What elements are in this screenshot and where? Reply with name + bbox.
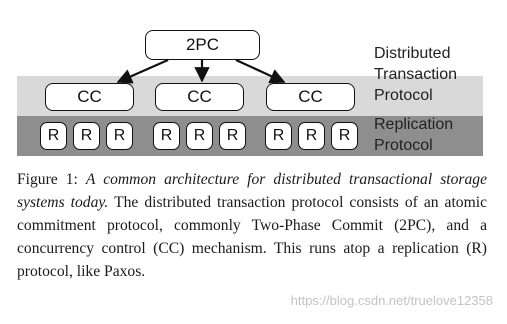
caption-prefix: Figure 1:: [17, 171, 86, 188]
node-r: R: [40, 122, 67, 150]
label-line: Replication: [374, 116, 454, 133]
node-2pc: 2PC: [145, 30, 260, 60]
watermark: https://blog.csdn.net/truelove12358: [290, 293, 493, 308]
caption-italic: A common architecture for distributed tr…: [17, 171, 487, 211]
node-r: R: [106, 122, 133, 150]
label-line: Transaction: [374, 66, 457, 83]
node-cc-left: CC: [45, 83, 134, 111]
label-line: Distributed: [374, 45, 451, 62]
arrow-2pc-to-cc-left: [116, 58, 169, 84]
distributed-transaction-protocol-label: Distributed Transaction Protocol: [374, 43, 457, 106]
node-cc-right: CC: [266, 83, 355, 111]
caption-body: The distributed transaction protocol con…: [17, 194, 487, 280]
architecture-diagram: 2PC CC CC CC R R R R R R R R R Distribut…: [17, 30, 483, 156]
arrow-2pc-to-cc-right: [235, 59, 286, 84]
node-r: R: [153, 122, 180, 150]
node-cc-middle: CC: [155, 83, 244, 111]
label-line: Protocol: [374, 137, 433, 154]
figure-caption: Figure 1: A common architecture for dist…: [17, 168, 487, 283]
label-line: Protocol: [374, 87, 433, 104]
node-r: R: [219, 122, 246, 150]
node-r: R: [73, 122, 100, 150]
arrows-layer: [116, 58, 286, 84]
node-r: R: [265, 122, 292, 150]
node-r: R: [186, 122, 213, 150]
replication-protocol-label: Replication Protocol: [374, 114, 453, 156]
node-r: R: [298, 122, 325, 150]
node-r: R: [331, 122, 358, 150]
